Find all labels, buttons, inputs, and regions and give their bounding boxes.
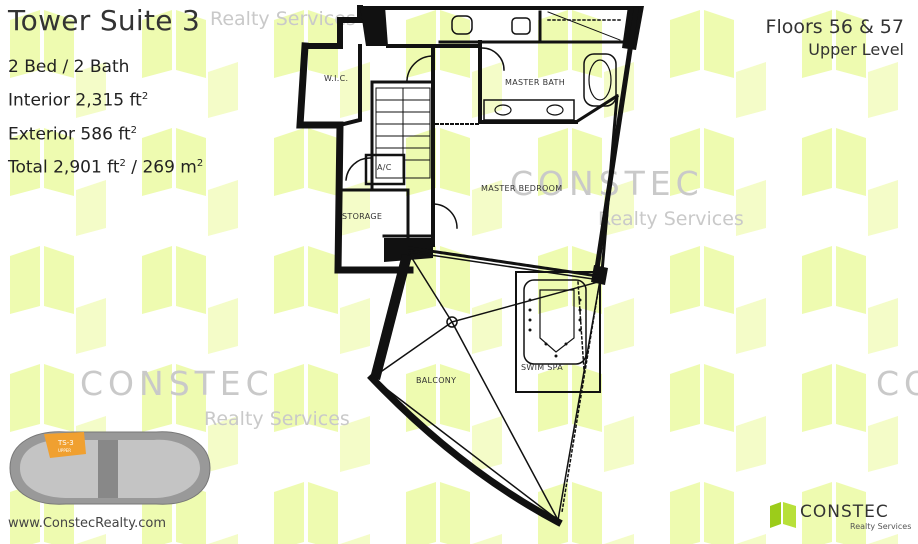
exterior-area: Exterior 586 ft2 [8, 124, 138, 145]
floors-label: Floors 56 & 57 [765, 16, 904, 38]
sink [511, 17, 531, 35]
level-label: Upper Level [808, 40, 904, 59]
door-swing [481, 47, 505, 71]
wall [302, 5, 363, 49]
key-plan-unit: TS-3 [57, 439, 74, 447]
floor-info: Floors 56 & 57 Upper Level [766, 14, 904, 60]
page-title: Tower Suite 3 [8, 4, 201, 37]
watermark-sub: Realty Services [210, 8, 356, 30]
wall [360, 6, 388, 46]
website-link[interactable]: www.ConstecRealty.com [8, 516, 166, 531]
key-plan: TS-3 UPPER [9, 431, 211, 505]
logo-sub: Realty Services [850, 522, 912, 531]
wall [478, 40, 578, 124]
room-label-wic: W.I.C. [324, 74, 349, 83]
key-plan-highlight [44, 432, 86, 458]
wall [573, 93, 620, 125]
room-label-master-bedroom: MASTER BEDROOM [481, 184, 563, 193]
door-swing [406, 55, 434, 81]
room-label-master-bath: MASTER BATH [505, 78, 566, 87]
wall [370, 254, 412, 380]
door-swing [345, 157, 371, 181]
wall [600, 94, 619, 274]
wall [384, 238, 433, 262]
wall [364, 153, 406, 186]
bathtub [583, 53, 617, 107]
watermark-sub: Realty Services [598, 208, 744, 230]
room-label-balcony: BALCONY [416, 376, 457, 385]
vanity [483, 99, 575, 121]
wall [337, 44, 362, 128]
logo-name: CONSTEC [800, 502, 889, 522]
interior-area: Interior 2,315 ft2 [8, 90, 149, 111]
watermark-sub: Realty Services [204, 408, 350, 430]
spa-jets [528, 298, 582, 358]
beds-baths: 2 Bed / 2 Bath [8, 57, 130, 77]
total-area: Total 2,901 ft2 / 269 m2 [8, 157, 204, 178]
staircase [375, 87, 431, 179]
door-swing [432, 203, 458, 229]
watermark-brand: CONSTEC [876, 364, 918, 403]
room-label-ac: A/C [377, 163, 392, 172]
toilet [451, 15, 473, 35]
room-label-swim-spa: SWIM SPA [521, 363, 564, 372]
watermark-brand: CONSTEC [510, 164, 704, 203]
watermark-brand: CONSTEC [80, 364, 274, 403]
logo-icon [770, 502, 796, 528]
constec-logo: CONSTEC Realty Services [768, 496, 914, 536]
wall [593, 7, 639, 278]
key-plan-unit-sub: UPPER [58, 448, 71, 453]
wall [338, 188, 410, 242]
unit-specs: 2 Bed / 2 Bath Interior 2,315 ft2 Exteri… [8, 52, 203, 183]
room-label-storage: STORAGE [342, 212, 383, 221]
swim-spa [515, 271, 601, 393]
